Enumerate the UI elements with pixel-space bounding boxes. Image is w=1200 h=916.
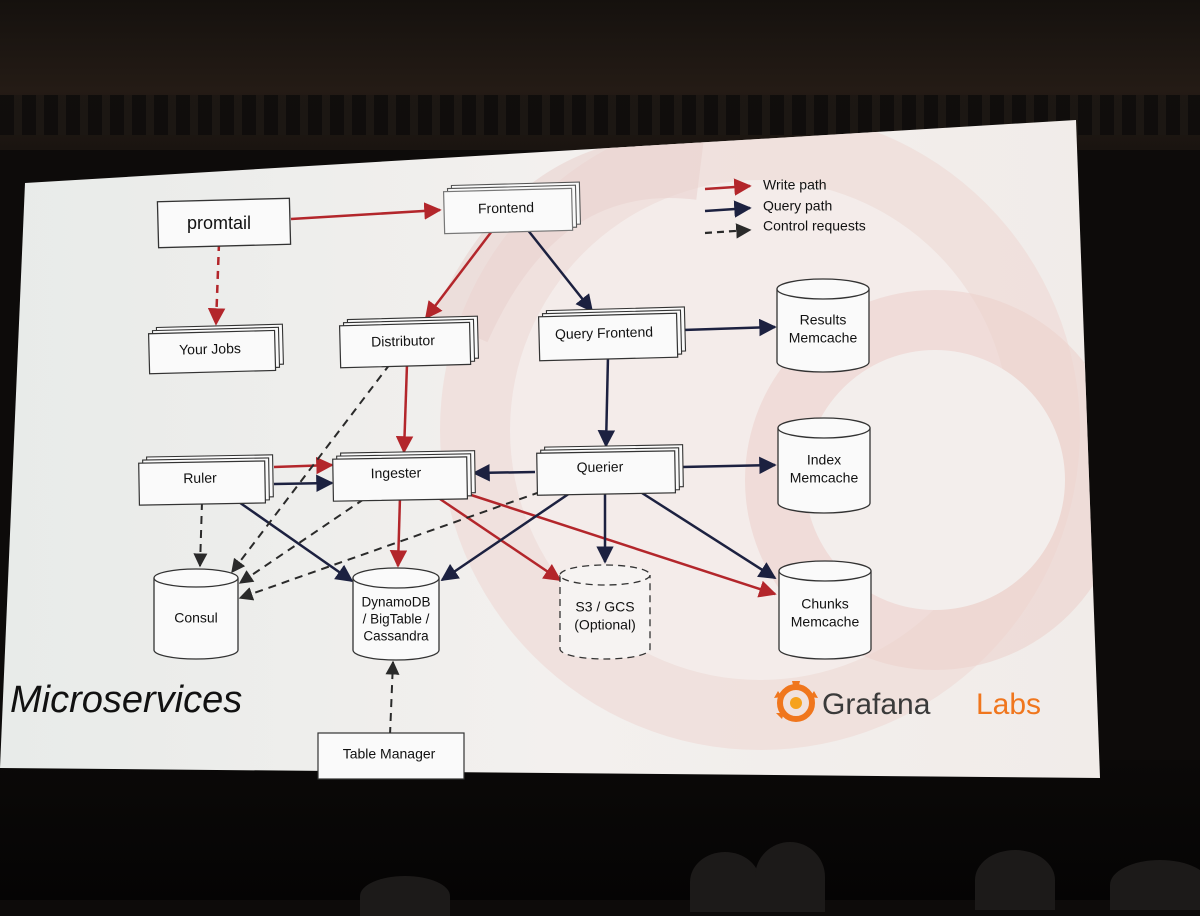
edge-promtail-frontend (290, 202, 442, 221)
node-consul-label: Consul (174, 610, 218, 626)
legend-control-arrow (704, 223, 752, 239)
legend-query-label: Query path (763, 198, 832, 214)
node-ruler: Ruler (138, 454, 274, 506)
node-results-memcache-line-2: Memcache (789, 330, 858, 346)
node-s3-gcs-line-1: S3 / GCS (575, 599, 634, 615)
node-dynamodb-line-3: Cassandra (363, 629, 429, 644)
node-chunks-memcache-line-1: Chunks (801, 596, 848, 612)
edge-querier-consul (238, 491, 541, 601)
edge-ingester-chunks (467, 492, 777, 598)
brand: Grafana Labs (774, 681, 1041, 722)
node-your-jobs: Your Jobs (147, 323, 284, 375)
edge-ingester-consul (238, 498, 365, 584)
edge-queryfrontend-querier (597, 355, 616, 448)
node-chunks-memcache: Chunks Memcache (778, 560, 872, 660)
edge-frontend-queryfrontend (526, 228, 594, 313)
edge-ingester-dynamodb (389, 496, 408, 568)
brand-name: Grafana (822, 688, 931, 721)
edge-distributor-consul (231, 363, 391, 574)
edge-ruler-ingester-query (273, 474, 334, 493)
node-promtail-label: promtail (187, 213, 251, 233)
legend-write-arrow (704, 178, 752, 196)
node-querier-label: Querier (576, 458, 623, 475)
node-dynamodb: DynamoDB / BigTable / Cassandra (352, 567, 440, 661)
node-table-manager: Table Manager (317, 732, 465, 780)
node-ruler-label: Ruler (183, 469, 217, 486)
node-frontend: Frontend (442, 181, 582, 235)
node-your-jobs-label: Your Jobs (179, 340, 241, 358)
legend-write-label: Write path (763, 177, 827, 193)
edge-distributor-ingester (395, 363, 414, 454)
edge-queryfrontend-results (682, 318, 777, 337)
node-dynamodb-line-2: / BigTable / (363, 612, 430, 627)
edge-frontend-distributor (424, 230, 493, 320)
node-query-frontend: Query Frontend (537, 306, 687, 362)
node-distributor: Distributor (338, 315, 480, 369)
node-index-memcache: Index Memcache (777, 417, 871, 514)
node-index-memcache-line-2: Memcache (790, 470, 859, 486)
node-s3-gcs-line-2: (Optional) (574, 617, 635, 633)
node-frontend-label: Frontend (478, 199, 534, 216)
node-distributor-label: Distributor (371, 332, 436, 350)
grafana-logo-icon (774, 681, 818, 722)
legend-control-label: Control requests (763, 218, 866, 234)
edge-ruler-ingester-write (273, 456, 334, 475)
node-table-manager-label: Table Manager (343, 746, 436, 762)
edge-ruler-consul (193, 501, 208, 568)
edge-querier-dynamodb (440, 491, 571, 582)
node-results-memcache: Results Memcache (776, 278, 870, 373)
edge-querier-index (681, 456, 777, 475)
edge-querier-ingester (472, 463, 536, 482)
slide-title: Microservices (10, 679, 242, 721)
node-consul: Consul (153, 568, 239, 660)
legend-query-arrow (704, 200, 752, 218)
edge-ruler-dynamodb (235, 498, 354, 583)
node-ingester-label: Ingester (371, 464, 422, 481)
node-ingester: Ingester (332, 450, 476, 502)
legend: Write path Query path Control requests (704, 177, 866, 239)
node-dynamodb-line-1: DynamoDB (361, 595, 430, 610)
edge-ingester-s3 (436, 495, 562, 582)
node-querier: Querier (536, 444, 684, 496)
node-promtail: promtail (156, 197, 292, 249)
edge-tablemanager-dynamodb (385, 660, 400, 736)
edges (193, 202, 777, 736)
node-chunks-memcache-line-2: Memcache (791, 614, 860, 630)
node-index-memcache-line-1: Index (807, 452, 841, 468)
edge-querier-chunks (641, 491, 777, 580)
node-query-frontend-label: Query Frontend (555, 324, 653, 343)
node-s3-gcs: S3 / GCS (Optional) (559, 564, 651, 660)
brand-suffix: Labs (976, 688, 1041, 721)
node-results-memcache-line-1: Results (800, 312, 847, 328)
